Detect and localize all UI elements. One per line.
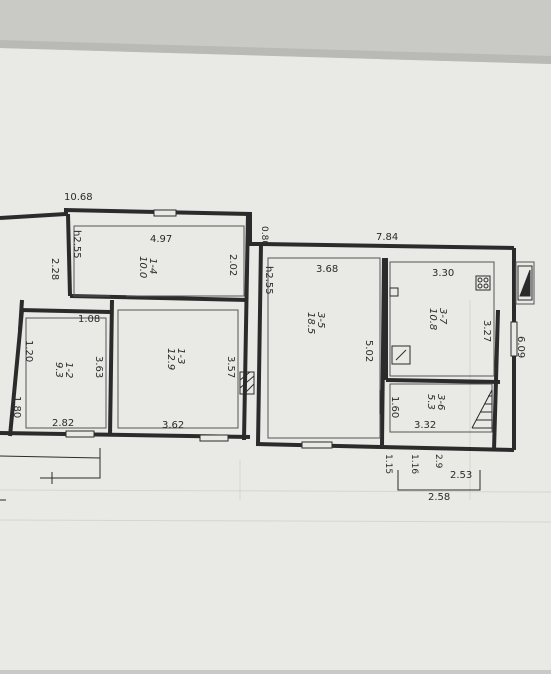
dimension-labels: 10.68 0.80 7.84 4.97 h2.55 1-4 10.0 2.28… (11, 192, 526, 503)
wall-room12-left (8, 309, 24, 437)
dim-108: 1.08 (78, 314, 100, 325)
dim-327: 3.27 (481, 320, 492, 342)
room-13-id: 1-3 (175, 348, 186, 364)
dim-202: 2.02 (227, 254, 238, 276)
room-13-area: 12.9 (165, 348, 176, 370)
room-37-area: 10.8 (427, 308, 438, 330)
stove-icon (475, 275, 491, 291)
room-37-id: 3-7 (437, 308, 448, 325)
dim-120: 1.20 (23, 340, 34, 362)
dim-258: 2.58 (428, 492, 450, 503)
dim-497: 4.97 (150, 234, 172, 245)
wall-left-stub (18, 299, 24, 331)
window-bottom-2 (199, 434, 229, 442)
dim-115: 1.15 (383, 454, 393, 474)
wall-top-right (260, 242, 515, 250)
dim-363: 3.63 (93, 356, 104, 378)
fixtures (389, 265, 533, 365)
stairs (471, 389, 493, 429)
window-right-1 (510, 321, 518, 357)
dim-160: 1.60 (389, 396, 400, 418)
wall-left-room14 (66, 213, 72, 297)
dim-332: 3.32 (414, 420, 436, 431)
height-left: h2.55 (71, 230, 82, 259)
doors (110, 295, 474, 414)
wall-room14-bottom (69, 294, 249, 302)
hatch-column (239, 371, 255, 395)
dim-368: 3.68 (316, 264, 338, 275)
dim-784: 7.84 (376, 232, 398, 243)
dim-330: 3.30 (432, 268, 454, 279)
dim-282: 2.82 (52, 418, 74, 429)
dim-502: 5.02 (363, 340, 374, 362)
dim-253: 2.53 (450, 470, 472, 481)
meter-icon (389, 287, 399, 297)
wall-mid-vertical-2 (256, 243, 263, 446)
wall-room35-right (380, 257, 386, 446)
sink-icon (391, 345, 411, 365)
room-35-id: 3-5 (315, 312, 326, 328)
dim-362: 3.62 (162, 420, 184, 431)
windows (65, 209, 518, 449)
dim-180: 1.80 (11, 396, 22, 418)
window-bottom-1 (65, 430, 95, 438)
wall-room12-top (19, 308, 111, 314)
room-14-area: 10.0 (137, 256, 148, 278)
entry-marks (0, 448, 481, 501)
room-12-id: 1-2 (63, 362, 74, 378)
room-14-id: 1-4 (147, 258, 158, 274)
dim-357: 3.57 (225, 356, 236, 378)
paper-grid (0, 300, 551, 523)
room-36-area: 5.3 (425, 394, 436, 410)
room-35-area: 18.5 (305, 312, 316, 334)
height-mid: h2.55 (263, 266, 274, 295)
window-top-1 (153, 209, 177, 217)
room-36-id: 3-6 (435, 394, 446, 410)
wall-mid-vertical (242, 213, 250, 441)
dim-609: 6.09 (515, 336, 526, 358)
dim-080: 0.80 (259, 226, 269, 246)
room-12-area: 9.3 (53, 362, 64, 378)
wall-room12-right (108, 299, 114, 437)
wall-room37-bottom (385, 378, 501, 384)
boiler-icon (517, 265, 533, 301)
dim-29: 2.9 (433, 454, 443, 469)
paper-sheet (0, 48, 551, 670)
overall-width-label: 10.68 (64, 192, 93, 203)
paper-shadow (0, 40, 551, 64)
dim-116: 1.16 (409, 454, 419, 474)
wall-room36-right (492, 309, 500, 451)
wall-bottom-right (379, 445, 515, 452)
window-bottom-3 (301, 441, 333, 449)
dim-228: 2.28 (49, 258, 60, 280)
